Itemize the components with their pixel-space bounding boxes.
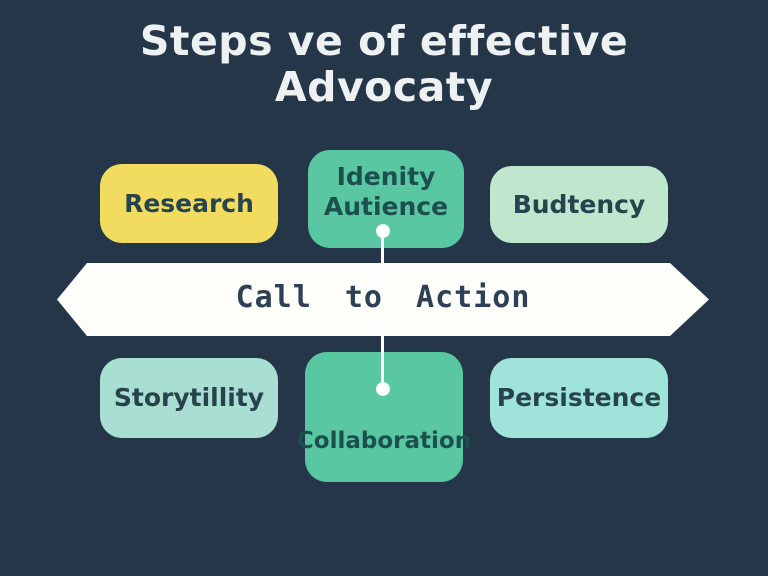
step-box-collaboration-label: Collaboration xyxy=(296,428,472,454)
step-box-persistence: Persistence xyxy=(490,358,668,438)
connector-line xyxy=(381,231,384,389)
step-box-budtency-label: Budtency xyxy=(512,189,646,219)
page-title-line2: Advocaty xyxy=(274,63,494,111)
step-box-identity-audience-label: Idenity Autience xyxy=(323,162,449,221)
step-box-research: Research xyxy=(100,164,278,243)
connector-dot-top xyxy=(376,224,390,238)
step-box-research-label: Research xyxy=(124,188,254,218)
step-box-budtency: Budtency xyxy=(490,166,668,243)
step-box-storytelling-label: Storytillity xyxy=(113,383,265,412)
connector-dot-bottom xyxy=(376,382,390,396)
step-box-storytelling: Storytillity xyxy=(100,358,278,438)
page-title: Steps ve of effective Advocaty xyxy=(0,18,768,110)
step-box-persistence-label: Persistence xyxy=(496,383,662,412)
page-title-line1: Steps ve of effective xyxy=(139,17,629,65)
step-box-collaboration: Collaboration xyxy=(297,352,471,482)
